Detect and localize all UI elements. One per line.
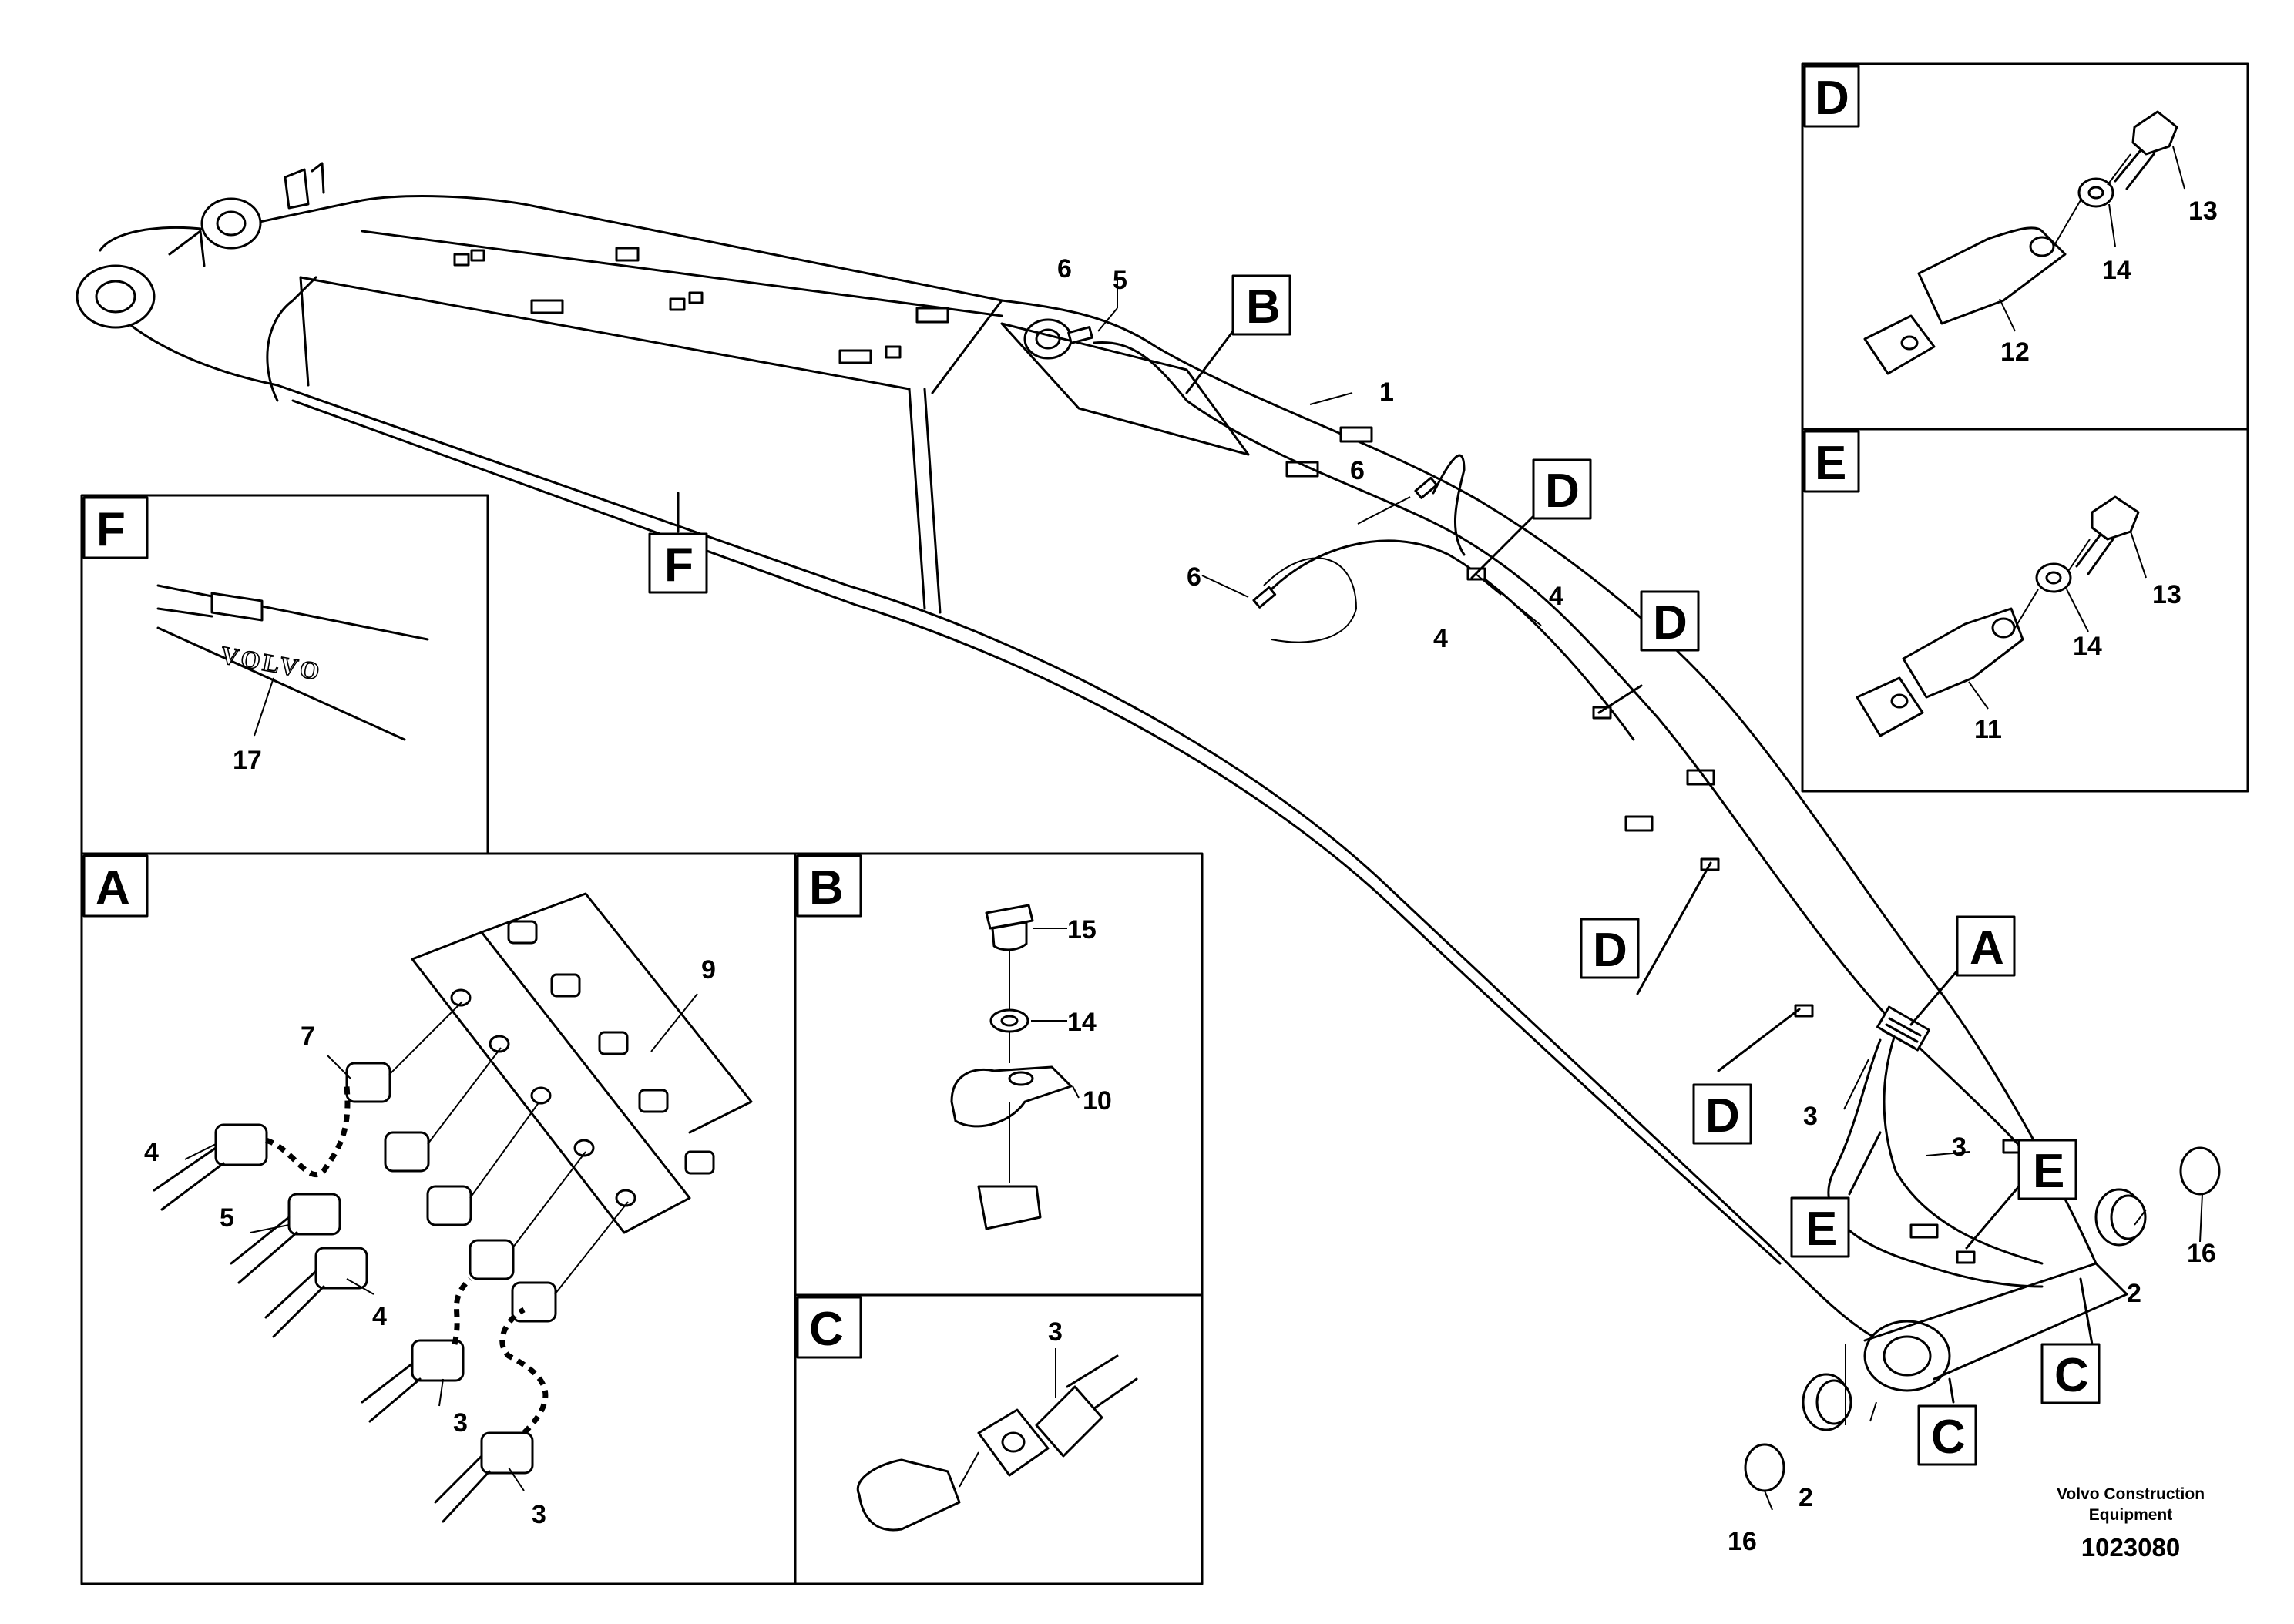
credit-line-1: Volvo Construction [2057,1485,2205,1503]
clamp-icon [1856,607,2024,737]
boom-main-drawing [76,162,2221,1492]
part-12: 12 [2000,337,2030,367]
hose-fitting-icon [856,1354,1138,1532]
washer-icon [989,1008,1029,1063]
detail-D-label: D [1815,72,1849,125]
clamp-icon [950,1065,1073,1230]
view-ref-D: D [1705,1089,1740,1143]
view-ref-D: D [1593,924,1627,977]
bolt-icon [2114,110,2178,190]
view-ref-E: E [2033,1145,2064,1198]
footer: Volvo Construction Equipment 1023080 [2057,1485,2205,1562]
callout-2: 2 [1799,1483,1813,1512]
part-10: 10 [1083,1086,1112,1116]
bolt-icon [2075,495,2140,575]
credit-line-2: Equipment [2089,1506,2173,1524]
view-ref-C: C [2054,1349,2089,1402]
view-reference-boxes: B D D D D A E E C C F [648,274,2101,1466]
hose-fitting-icon [214,1062,557,1475]
washer-icon [2035,562,2072,593]
washer-icon [2077,177,2114,208]
callout-16: 16 [2187,1239,2216,1268]
main-callouts: 1 5 6 6 6 4 4 3 3 2 2 16 16 [1057,254,2216,1556]
view-ref-C: C [1931,1411,1966,1464]
part-7: 7 [301,1022,315,1051]
detail-F-label: F [96,503,126,556]
detail-B-label: B [809,861,844,914]
clamp-icon [1863,226,2067,375]
callout-2: 2 [2127,1279,2141,1308]
detail-panel-D: D 13 14 12 [1801,62,2249,431]
part-14: 14 [2073,632,2102,661]
view-ref-A: A [1970,921,2004,975]
detail-A-label: A [96,861,130,914]
hose-fitting-icon [1876,1005,1930,1052]
part-11: 11 [1974,715,2002,744]
bolt-icon [985,904,1034,1013]
part-3: 3 [1048,1317,1063,1347]
callout-4: 4 [1433,624,1448,653]
detail-panel-B: B 15 14 10 [794,852,1204,1297]
detail-panel-A: A [80,852,797,1585]
detail-C-label: C [809,1303,844,1356]
part-14: 14 [1067,1008,1097,1037]
view-ref-F: F [664,539,694,592]
callout-6: 6 [1350,456,1365,485]
view-ref-D: D [1545,465,1580,518]
part-3: 3 [532,1500,546,1529]
part-5: 5 [220,1203,234,1233]
callout-5: 5 [1113,266,1127,295]
view-ref-D: D [1653,596,1688,649]
detail-panel-F: F VOLVO 17 [80,494,489,855]
callout-6: 6 [1057,254,1072,284]
part-15: 15 [1067,915,1097,945]
callout-4: 4 [1549,582,1563,611]
part-4: 4 [144,1138,159,1167]
detail-panel-C: C 3 [794,1293,1204,1585]
document-number: 1023080 [2081,1533,2180,1562]
part-13: 13 [2188,196,2218,226]
part-3: 3 [453,1408,468,1438]
part-4: 4 [372,1302,387,1331]
callout-16: 16 [1728,1527,1757,1556]
callout-6: 6 [1187,562,1201,592]
callout-1: 1 [1379,377,1394,407]
part-9: 9 [701,955,716,985]
detail-E-label: E [1815,437,1846,490]
callout-3: 3 [1952,1132,1967,1162]
part-14: 14 [2102,256,2131,285]
part-13: 13 [2152,580,2181,609]
detail-panel-E: E 13 14 11 [1801,428,2249,793]
view-ref-E: E [1805,1203,1837,1256]
callout-3: 3 [1803,1102,1818,1131]
part-17: 17 [233,746,262,775]
view-ref-B: B [1246,280,1281,334]
